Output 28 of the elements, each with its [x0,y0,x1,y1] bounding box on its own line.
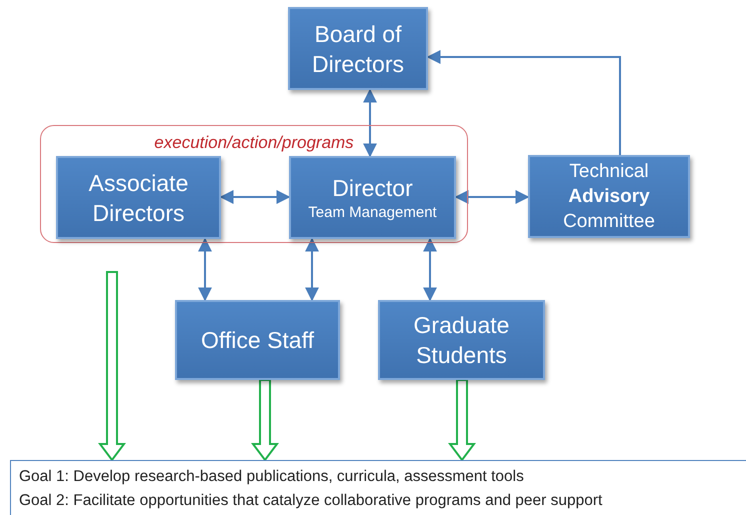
block-arrow [251,379,279,462]
org-box [56,156,221,239]
arrow [426,50,621,155]
group-outline [40,125,468,243]
arrow [305,238,319,302]
arrow [198,238,212,302]
box-title: Associate Directors [88,168,190,228]
box-title: Office Staff [201,326,314,355]
box-title: Board of Directors [310,20,405,78]
box-title: Technical Advisory Committee [562,160,656,234]
box-subtitle: Team Management [308,202,437,222]
arrow [454,190,530,204]
arrow [220,190,290,204]
arrow [423,238,437,302]
block-arrow [448,379,476,462]
group-heading: execution/action/programs [153,133,355,153]
goals-box [10,460,746,515]
goal-text: Goal 2: Facilitate opportunities that catalyze collaborative programs and peer support [19,491,604,511]
goal-text: Goal 1: Develop research-based publications, curricula, assessment tools [19,467,525,487]
org-box [175,300,340,380]
block-arrow [98,271,126,462]
arrow [363,88,377,158]
org-box [378,300,545,380]
box-title: Director [332,174,413,202]
org-box [528,155,690,238]
org-box [288,7,428,90]
box-title: Graduate Students [412,311,510,370]
org-box [289,156,456,239]
